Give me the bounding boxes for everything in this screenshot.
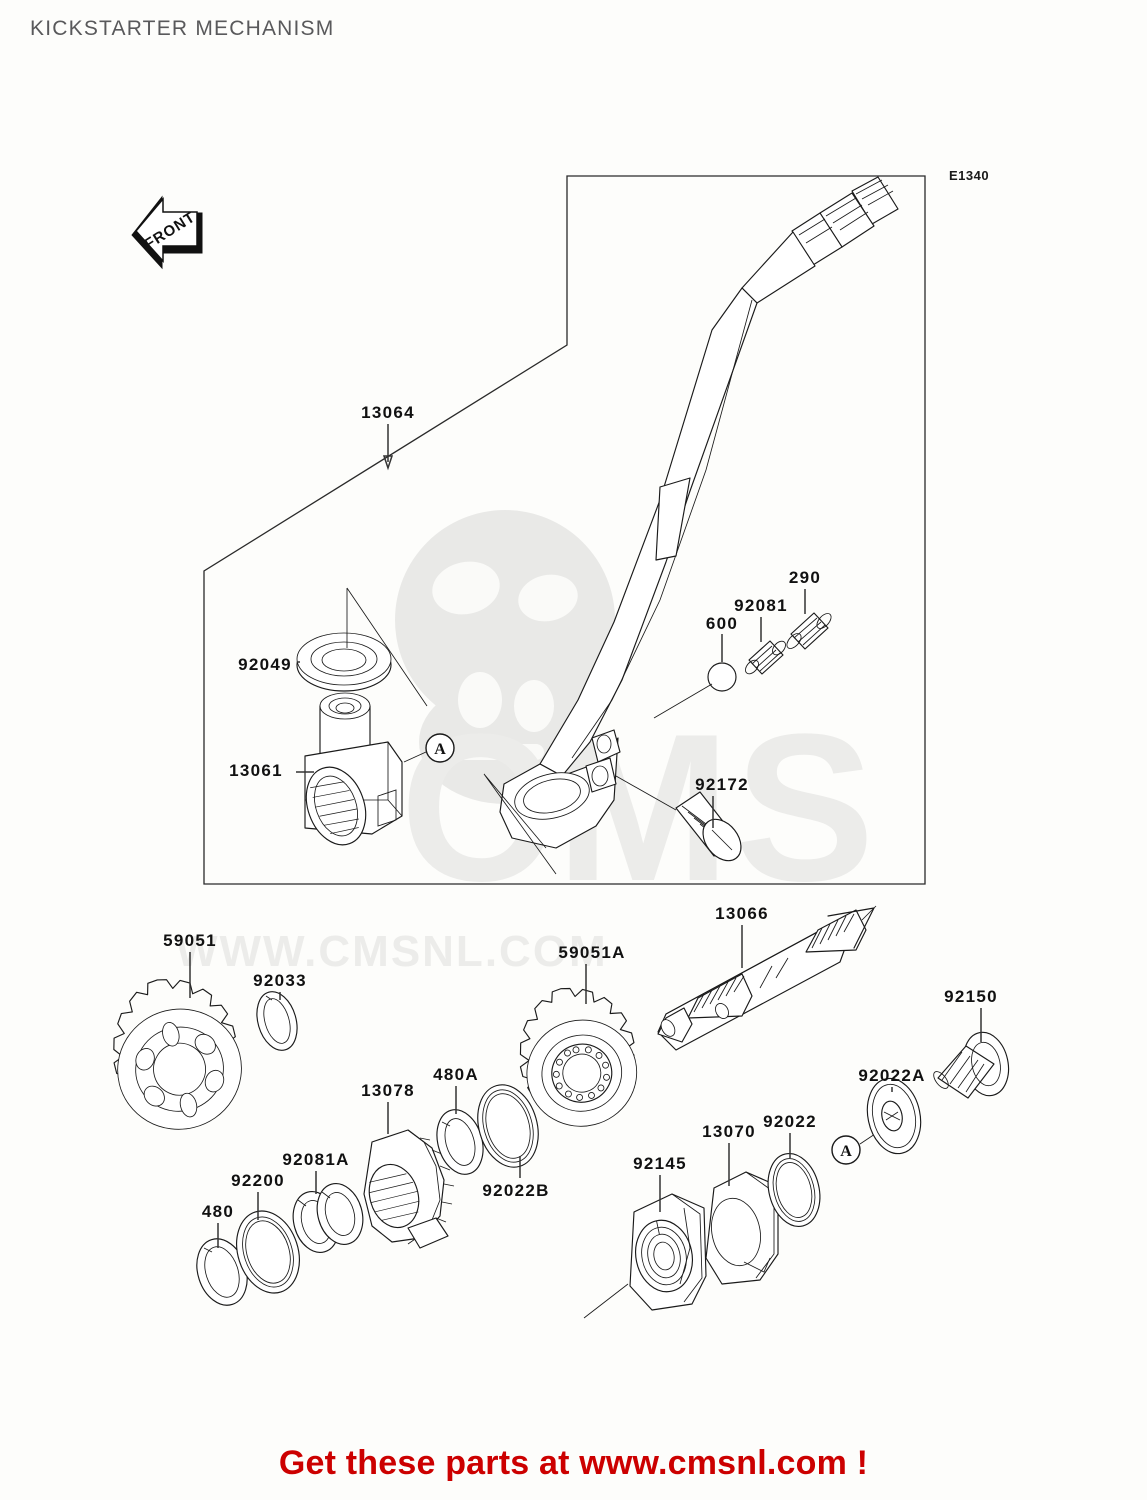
part-labels: 13064 92049 13061 600 92081 290 92172 59… <box>163 403 998 1221</box>
part-600-steel-ball <box>653 634 737 719</box>
part-label: 480A <box>433 1065 479 1084</box>
part-92150-bolt <box>933 1008 1010 1099</box>
part-label: 600 <box>706 614 738 633</box>
svg-text:A: A <box>434 741 446 758</box>
part-92172-bolt <box>615 775 742 862</box>
part-480-circlip <box>196 1223 248 1306</box>
part-label: 92200 <box>231 1171 285 1190</box>
part-label: 59051 <box>163 931 217 950</box>
part-13064-kick-lever <box>382 176 899 849</box>
part-59051a-gear <box>519 964 638 1127</box>
watermark-brand: CMS <box>400 690 879 925</box>
part-13066-kick-shaft <box>657 905 877 1051</box>
part-label: 13064 <box>361 403 415 422</box>
callout-marker-a-main: A <box>831 1127 885 1165</box>
part-label: 480 <box>202 1202 234 1221</box>
part-label: 92145 <box>633 1154 687 1173</box>
part-label: 290 <box>789 568 821 587</box>
part-label: 92022B <box>482 1181 549 1200</box>
part-label: 92049 <box>238 655 292 674</box>
part-290-spring <box>786 589 832 650</box>
footer-cta: Get these parts at www.cmsnl.com ! <box>278 1444 869 1482</box>
inset-frame <box>203 175 926 885</box>
part-13070-collar <box>705 1143 779 1285</box>
svg-text:WWW.CMSNL.COM: WWW.CMSNL.COM <box>176 927 608 976</box>
part-label: 92033 <box>253 971 307 990</box>
watermark-url: WWW.CMSNL.COM <box>176 927 608 976</box>
reference-code: E1340 <box>949 168 990 183</box>
front-arrow-icon: FRONT <box>131 195 203 270</box>
svg-text:CMS: CMS <box>400 690 879 925</box>
part-label: 92150 <box>944 987 998 1006</box>
part-label: 59051A <box>558 943 625 962</box>
page-title: KICKSTARTER MECHANISM <box>30 17 335 40</box>
part-92022-washer <box>767 1133 821 1227</box>
part-label: 13070 <box>702 1122 756 1141</box>
part-92022a-washer <box>866 1077 922 1155</box>
part-label: 92081A <box>282 1150 349 1169</box>
part-label: 92172 <box>695 775 749 794</box>
part-92081-spring <box>745 617 786 675</box>
part-92200-washer <box>236 1192 300 1294</box>
part-13078-ratchet <box>363 1102 455 1249</box>
part-92081a-springs <box>292 1171 364 1253</box>
part-label: 92081 <box>734 596 788 615</box>
part-92145-spring <box>583 1175 707 1319</box>
part-13061-holder <box>296 692 403 846</box>
part-label: 13061 <box>229 761 283 780</box>
part-label: 92022A <box>858 1066 925 1085</box>
part-label: 13078 <box>361 1081 415 1100</box>
part-92022b-washer <box>477 1084 539 1178</box>
part-label: 13066 <box>715 904 769 923</box>
part-label: 92022 <box>763 1112 817 1131</box>
callout-marker-a-inset: A <box>403 733 455 763</box>
svg-text:A: A <box>840 1143 852 1160</box>
part-92049-oil-seal <box>296 632 392 692</box>
part-59051-gear <box>113 952 242 1130</box>
part-92033-circlip <box>256 991 298 1051</box>
